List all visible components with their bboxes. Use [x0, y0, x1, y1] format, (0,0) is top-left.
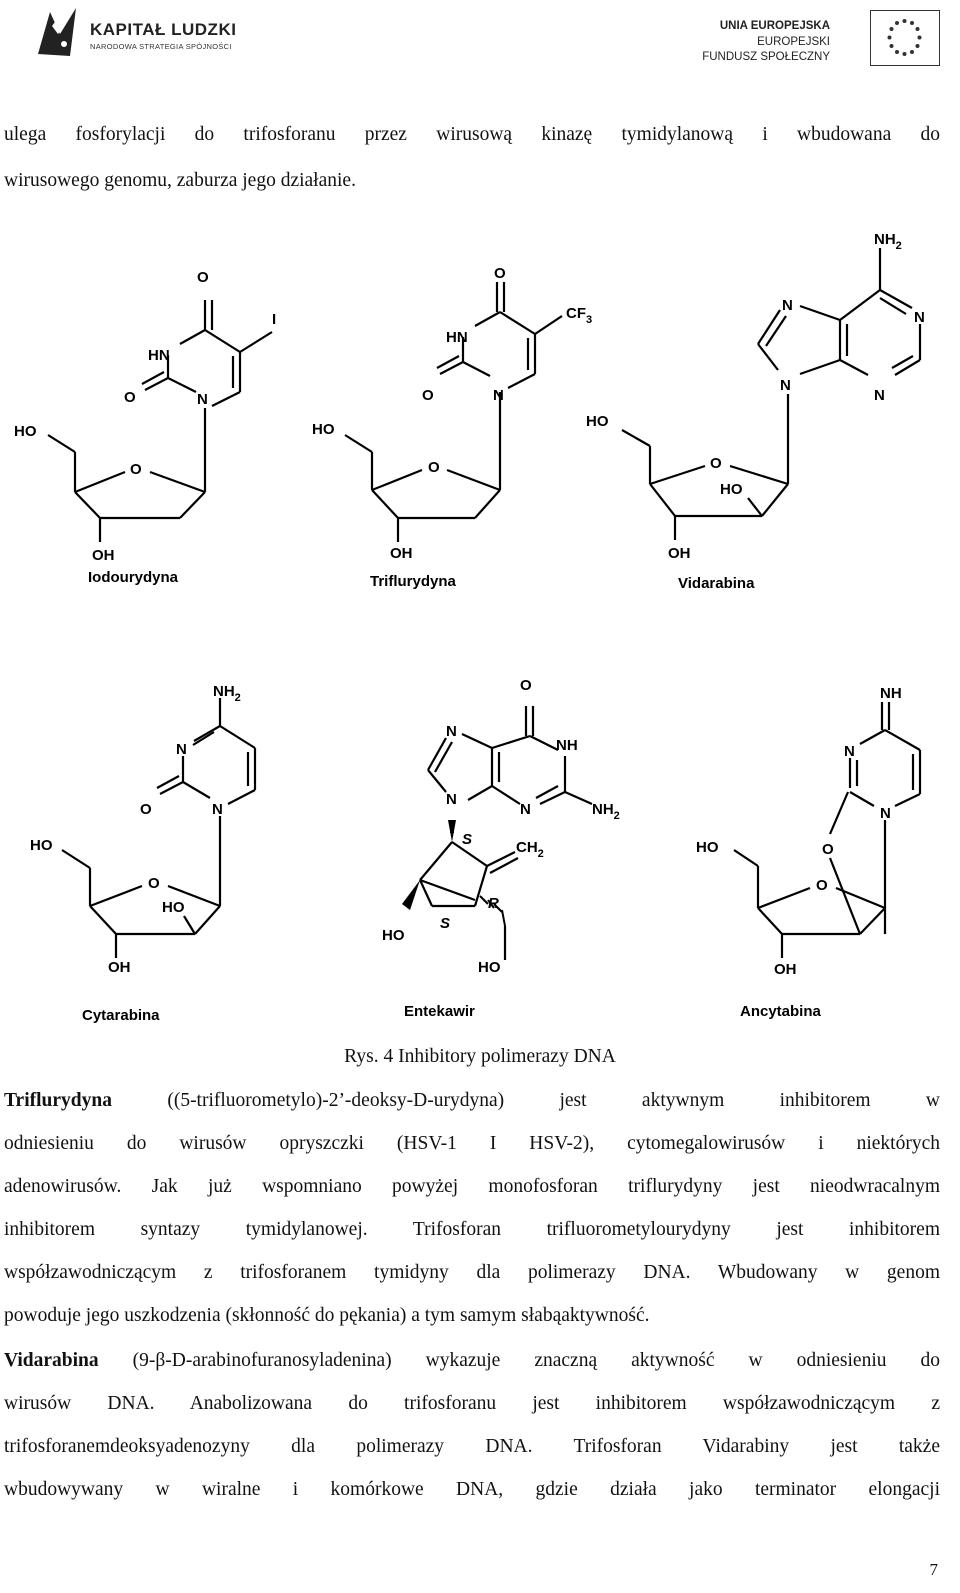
structure-vidarabina	[621, 248, 922, 540]
kapital-ludzki-logo: KAPITAŁ LUDZKI NARODOWA STRATEGIA SPÓJNO…	[30, 4, 270, 60]
page-number: 7	[929, 1560, 939, 1579]
atom-label: NH2	[213, 683, 241, 704]
kapital-ludzki-emblem-icon	[38, 8, 76, 56]
atom-label: N	[780, 377, 791, 394]
atom-label: O	[822, 841, 834, 858]
logo-left-title: KAPITAŁ LUDZKI	[90, 20, 237, 39]
body-p2-line-1: Vidarabina (9-β-D-arabinofuranosyladenin…	[4, 1350, 940, 1371]
compound-name-cytarabina: Cytarabina	[82, 1007, 160, 1024]
atom-label: N	[212, 801, 223, 818]
atom-label: NH	[880, 685, 902, 702]
term-vidarabina: Vidarabina	[4, 1350, 99, 1371]
eu-flag-icon	[870, 10, 940, 66]
compound-name-entekawir: Entekawir	[404, 1003, 475, 1020]
atom-label: O	[422, 387, 434, 404]
structure-triflurydyna	[344, 282, 563, 542]
body-p1-line-4: inhibitorem syntazy tymidylanowej. Trifo…	[4, 1219, 940, 1240]
atom-label: HO	[478, 959, 501, 976]
atom-label: O	[520, 677, 532, 694]
atom-label: HO	[696, 839, 719, 856]
atom-label: O	[710, 455, 722, 472]
eu-logo: UNIA EUROPEJSKA EUROPEJSKI FUNDUSZ SPOŁE…	[700, 8, 945, 70]
atom-label: NH2	[592, 801, 620, 822]
atom-label: I	[272, 311, 276, 328]
structure-cytarabina	[61, 698, 257, 958]
intro-line-1: ulega fosforylacji do trifosforanu przez…	[4, 124, 940, 145]
atom-label: CF3	[566, 305, 592, 326]
compound-name-iodourydyna: Iodourydyna	[88, 569, 179, 586]
atom-label: N	[176, 741, 187, 758]
atom-label: HO	[720, 481, 743, 498]
atom-label: HN	[148, 347, 170, 364]
atom-label: HN	[446, 329, 468, 346]
atom-label: HO	[586, 413, 609, 430]
atom-label: OH	[774, 961, 797, 978]
atom-label: HO	[382, 927, 405, 944]
body-p2-line-3: trifosforanemdeoksyadenozyny dla polimer…	[4, 1436, 940, 1457]
structure-ancytabina	[733, 702, 922, 958]
entekawir-stereo-bonds	[402, 820, 506, 927]
atom-label: HO	[312, 421, 335, 438]
atom-label: O	[140, 801, 152, 818]
atom-label: OH	[668, 545, 691, 562]
atom-label: OH	[390, 545, 413, 562]
stereo-label: S	[440, 915, 450, 932]
atom-label: OH	[92, 547, 115, 564]
atom-label: N	[874, 387, 885, 404]
body-p2-line-4: wbudowywany w wiralne i komórkowe DNA, g…	[4, 1479, 940, 1500]
stereo-label: R	[488, 895, 499, 912]
intro-line-2: wirusowego genomu, zaburza jego działani…	[4, 170, 356, 191]
atom-label: OH	[108, 959, 131, 976]
body-p1-line-3: adenowirusów. Jak już wspomniano powyżej…	[4, 1176, 940, 1197]
atom-label: N	[493, 387, 504, 404]
atom-label: N	[520, 801, 531, 818]
body-p1-line-6: powoduje jego uszkodzenia (skłonność do …	[4, 1305, 650, 1326]
atom-label: N	[914, 309, 925, 326]
atom-label: HO	[162, 899, 185, 916]
stereo-label: S	[462, 831, 472, 848]
atom-label: NH	[556, 737, 578, 754]
atom-label: O	[428, 459, 440, 476]
chemical-structures-figure: O I HN O N HO O OH Iodourydyna O CF3 HN …	[14, 231, 925, 1024]
compound-name-ancytabina: Ancytabina	[740, 1003, 822, 1020]
body-p1-line-1: Triflurydyna ((5-trifluorometylo)-2’-deo…	[4, 1090, 940, 1111]
logo-right-line1: UNIA EUROPEJSKA	[719, 20, 830, 32]
atom-label: N	[446, 791, 457, 808]
atom-label: CH2	[516, 839, 544, 860]
compound-name-vidarabina: Vidarabina	[678, 575, 755, 592]
atom-label: HO	[30, 837, 53, 854]
atom-label: N	[844, 743, 855, 760]
atom-label: N	[197, 391, 208, 408]
atom-label: N	[782, 297, 793, 314]
atom-label: O	[197, 269, 209, 286]
atom-label: NH2	[874, 231, 902, 252]
atom-label: HO	[14, 423, 37, 440]
logo-right-line2: EUROPEJSKI	[757, 36, 830, 48]
body-p1-line-5: współzawodniczącym z trifosforanem tymid…	[4, 1262, 940, 1283]
compound-name-triflurydyna: Triflurydyna	[370, 573, 457, 590]
structure-iodourydyna	[47, 300, 273, 542]
logo-left-subtitle: NARODOWA STRATEGIA SPÓJNOŚCI	[90, 42, 232, 51]
logo-right-line3: FUNDUSZ SPOŁECZNY	[702, 51, 830, 63]
term-triflurydyna: Triflurydyna	[4, 1090, 112, 1111]
atom-label: N	[880, 805, 891, 822]
body-p1-line-2: odniesieniu do wirusów opryszczki (HSV-1…	[4, 1133, 940, 1154]
atom-label: N	[446, 723, 457, 740]
structure-entekawir	[419, 706, 593, 960]
body-p2-line-2: wirusów DNA. Anabolizowana do trifosfora…	[4, 1393, 940, 1414]
figure-caption: Rys. 4 Inhibitory polimerazy DNA	[344, 1046, 616, 1067]
atom-label: O	[124, 389, 136, 406]
atom-label: O	[816, 877, 828, 894]
atom-label: O	[148, 875, 160, 892]
atom-label: O	[130, 461, 142, 478]
atom-label: O	[494, 265, 506, 282]
